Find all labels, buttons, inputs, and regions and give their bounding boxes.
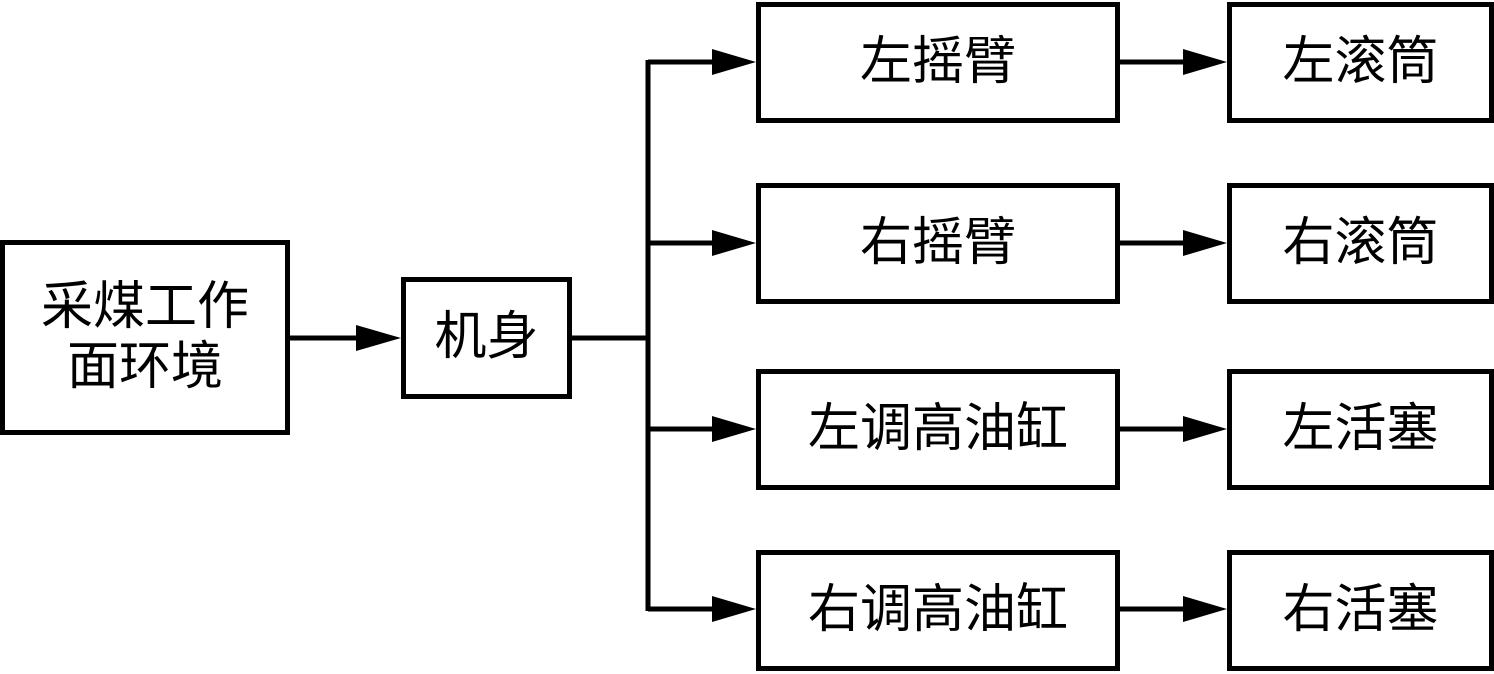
machine-body-node: 机身 xyxy=(401,277,572,399)
arrowhead-right-arm xyxy=(712,230,756,256)
arrowhead-right-piston xyxy=(1183,596,1227,622)
left-drum-node: 左滚筒 xyxy=(1227,2,1494,123)
left-piston-label: 左活塞 xyxy=(1282,398,1439,459)
left-cylinder-label: 左调高油缸 xyxy=(807,398,1068,459)
right-piston-node: 右活塞 xyxy=(1227,550,1494,671)
right-arm-node: 右摇臂 xyxy=(756,183,1120,304)
left-cylinder-node: 左调高油缸 xyxy=(756,369,1120,490)
right-drum-node: 右滚筒 xyxy=(1227,183,1494,304)
left-arm-label: 左摇臂 xyxy=(859,31,1016,92)
left-drum-label: 左滚筒 xyxy=(1282,31,1439,92)
left-arm-node: 左摇臂 xyxy=(756,2,1120,123)
arrowhead-right-cylinder xyxy=(712,596,756,622)
right-cylinder-label: 右调高油缸 xyxy=(807,579,1068,640)
environment-label: 采煤工作 面环境 xyxy=(40,276,249,397)
arrowhead-right-drum xyxy=(1183,230,1227,256)
right-piston-label: 右活塞 xyxy=(1282,579,1439,640)
right-arm-label: 右摇臂 xyxy=(859,212,1016,273)
machine-body-label: 机身 xyxy=(434,307,539,368)
arrowhead-env-to-body xyxy=(356,325,401,351)
arrowhead-left-arm xyxy=(712,49,756,75)
left-piston-node: 左活塞 xyxy=(1227,369,1494,490)
arrowhead-left-drum xyxy=(1183,49,1227,75)
right-drum-label: 右滚筒 xyxy=(1282,212,1439,273)
arrowhead-left-piston xyxy=(1183,416,1227,442)
arrowhead-left-cylinder xyxy=(712,416,756,442)
right-cylinder-node: 右调高油缸 xyxy=(756,550,1120,671)
environment-node: 采煤工作 面环境 xyxy=(0,240,290,435)
